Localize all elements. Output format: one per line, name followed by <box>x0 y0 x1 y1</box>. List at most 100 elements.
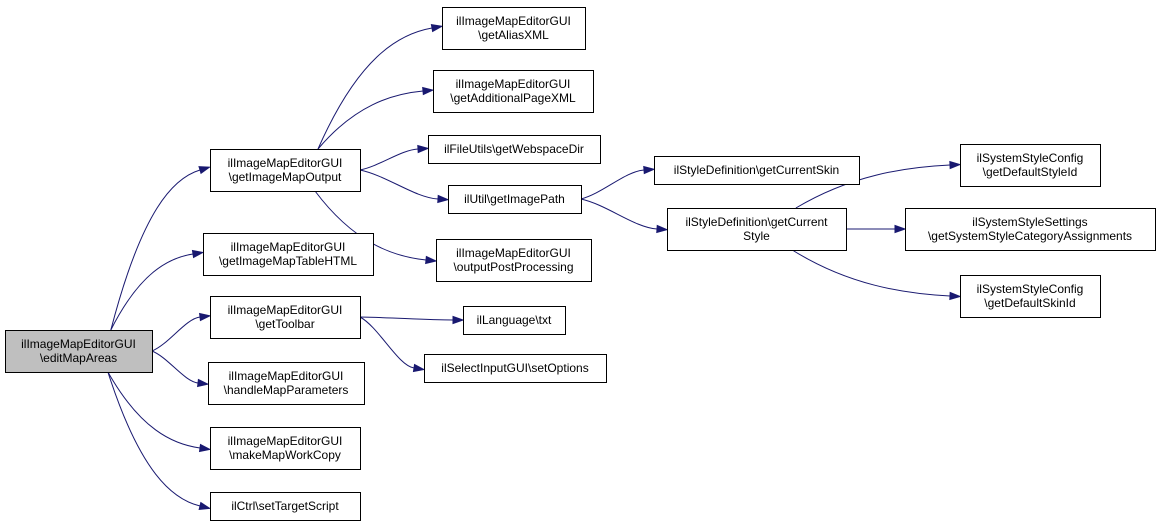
node-label-line: \getToolbar <box>255 317 314 331</box>
node-box[interactable] <box>442 7 586 50</box>
edge-line <box>359 316 415 369</box>
arrowhead-icon <box>437 194 450 204</box>
node-label-line: \handleMapParameters <box>224 383 349 397</box>
edge-line <box>359 316 454 321</box>
node-getCurrentSkin[interactable]: ilStyleDefinition\getCurrentSkin <box>654 156 860 185</box>
node-box[interactable] <box>203 233 374 276</box>
edge-line <box>580 198 658 230</box>
node-outputPostProcessing[interactable]: ilImageMapEditorGUI\outputPostProcessing <box>436 239 592 282</box>
node-label-line: ilImageMapEditorGUI <box>229 369 344 383</box>
node-setTargetScript[interactable]: ilCtrl\setTargetScript <box>210 492 361 521</box>
edge-getCurrentStyle-to-getDefaultStyleId <box>795 160 962 209</box>
arrowhead-icon <box>656 224 669 234</box>
node-getWebspaceDir[interactable]: ilFileUtils\getWebspaceDir <box>428 135 601 164</box>
edge-line <box>359 169 439 200</box>
node-box[interactable] <box>210 427 361 470</box>
edge-line <box>110 169 201 331</box>
node-label-line: ilCtrl\setTargetScript <box>231 499 339 513</box>
node-getImageMapOutput[interactable]: ilImageMapEditorGUI\getImageMapOutput <box>210 149 361 192</box>
node-label-line: ilImageMapEditorGUI <box>228 303 343 317</box>
node-label-line: ilUtil\getImagePath <box>464 192 565 206</box>
node-label-line: ilFileUtils\getWebspaceDir <box>444 142 584 156</box>
arrowhead-icon <box>425 255 438 265</box>
node-box[interactable] <box>905 208 1156 251</box>
node-box[interactable] <box>5 330 153 373</box>
node-getAdditionalPageXML[interactable]: ilImageMapEditorGUI\getAdditionalPageXML <box>433 70 594 113</box>
node-label-line: ilLanguage\txt <box>477 313 552 327</box>
node-getImagePath[interactable]: ilUtil\getImagePath <box>448 185 582 214</box>
node-box[interactable] <box>428 135 601 164</box>
edge-line <box>580 169 645 200</box>
arrowhead-icon <box>894 224 907 234</box>
edge-line <box>110 253 194 331</box>
arrowhead-icon <box>643 165 656 175</box>
node-box[interactable] <box>210 149 361 192</box>
node-box[interactable] <box>960 275 1101 318</box>
arrowhead-icon <box>197 378 210 388</box>
node-label-line: ilImageMapEditorGUI <box>456 246 571 260</box>
arrowhead-icon <box>191 249 205 259</box>
edge-editMapAreas-to-handleMapParameters <box>151 350 210 388</box>
node-box[interactable] <box>448 185 582 214</box>
node-label-line: Style <box>743 229 770 243</box>
edge-getImageMapOutput-to-getAdditionalPageXML <box>317 86 435 150</box>
node-box[interactable] <box>960 144 1101 187</box>
node-box[interactable] <box>463 306 566 335</box>
arrowhead-icon <box>198 166 212 175</box>
node-label-line: ilImageMapEditorGUI <box>456 14 571 28</box>
arrowhead-icon <box>949 160 962 170</box>
node-box[interactable] <box>210 492 361 521</box>
edge-line <box>359 148 419 171</box>
node-box[interactable] <box>208 362 365 405</box>
edge-getImageMapOutput-to-getAliasXML <box>317 23 444 150</box>
node-getAliasXML[interactable]: ilImageMapEditorGUI\getAliasXML <box>442 7 586 50</box>
node-box[interactable] <box>436 239 592 282</box>
node-box[interactable] <box>210 296 361 339</box>
edge-editMapAreas-to-makeMapWorkCopy <box>107 371 212 453</box>
node-handleMapParameters[interactable]: ilImageMapEditorGUI\handleMapParameters <box>208 362 365 405</box>
node-box[interactable] <box>424 354 607 383</box>
node-txt[interactable]: ilLanguage\txt <box>463 306 566 335</box>
arrowhead-icon <box>417 144 430 154</box>
edge-line <box>151 316 201 352</box>
node-setOptions[interactable]: ilSelectInputGUI\setOptions <box>424 354 607 383</box>
node-box[interactable] <box>433 70 594 113</box>
node-getImageMapTableHTML[interactable]: ilImageMapEditorGUI\getImageMapTableHTML <box>203 233 374 276</box>
edge-line <box>107 371 201 507</box>
node-getSystemStyleCategoryAssignments[interactable]: ilSystemStyleSettings\getSystemStyleCate… <box>905 208 1156 251</box>
node-label-line: \getDefaultSkinId <box>984 296 1075 310</box>
node-label-line: \getAdditionalPageXML <box>450 91 576 105</box>
edge-editMapAreas-to-setTargetScript <box>107 371 212 510</box>
edge-editMapAreas-to-getToolbar <box>151 312 212 352</box>
edge-getToolbar-to-txt <box>359 315 465 325</box>
edge-line <box>317 90 424 150</box>
arrowhead-icon <box>949 291 962 301</box>
arrowhead-icon <box>198 501 212 510</box>
node-label-line: \outputPostProcessing <box>453 260 573 274</box>
node-box[interactable] <box>654 156 860 185</box>
node-label-line: \getAliasXML <box>478 28 549 42</box>
node-layer: ilImageMapEditorGUI\editMapAreasilImageM… <box>5 7 1156 521</box>
node-makeMapWorkCopy[interactable]: ilImageMapEditorGUI\makeMapWorkCopy <box>210 427 361 470</box>
node-getDefaultSkinId[interactable]: ilSystemStyleConfig\getDefaultSkinId <box>960 275 1101 318</box>
node-getDefaultStyleId[interactable]: ilSystemStyleConfig\getDefaultStyleId <box>960 144 1101 187</box>
node-label-line: ilImageMapEditorGUI <box>228 434 343 448</box>
edge-getImageMapOutput-to-getWebspaceDir <box>359 144 430 171</box>
node-box[interactable] <box>667 208 847 251</box>
node-label-line: ilSystemStyleConfig <box>977 151 1084 165</box>
node-label-line: \getDefaultStyleId <box>983 165 1078 179</box>
node-label-line: \makeMapWorkCopy <box>229 448 341 462</box>
node-editMapAreas[interactable]: ilImageMapEditorGUI\editMapAreas <box>5 330 153 373</box>
node-label-line: ilSystemStyleConfig <box>977 282 1084 296</box>
node-getToolbar[interactable]: ilImageMapEditorGUI\getToolbar <box>210 296 361 339</box>
node-label-line: ilImageMapEditorGUI <box>21 337 136 351</box>
node-label-line: \getSystemStyleCategoryAssignments <box>928 229 1132 243</box>
node-label-line: ilImageMapEditorGUI <box>228 156 343 170</box>
edge-layer <box>107 23 962 510</box>
node-label-line: \getImageMapTableHTML <box>219 254 357 268</box>
edge-getCurrentStyle-to-getSystemStyleCategoryAssignments <box>845 224 907 234</box>
arrowhead-icon <box>422 86 435 96</box>
arrowhead-icon <box>412 363 426 373</box>
node-label-line: ilStyleDefinition\getCurrentSkin <box>674 163 839 177</box>
